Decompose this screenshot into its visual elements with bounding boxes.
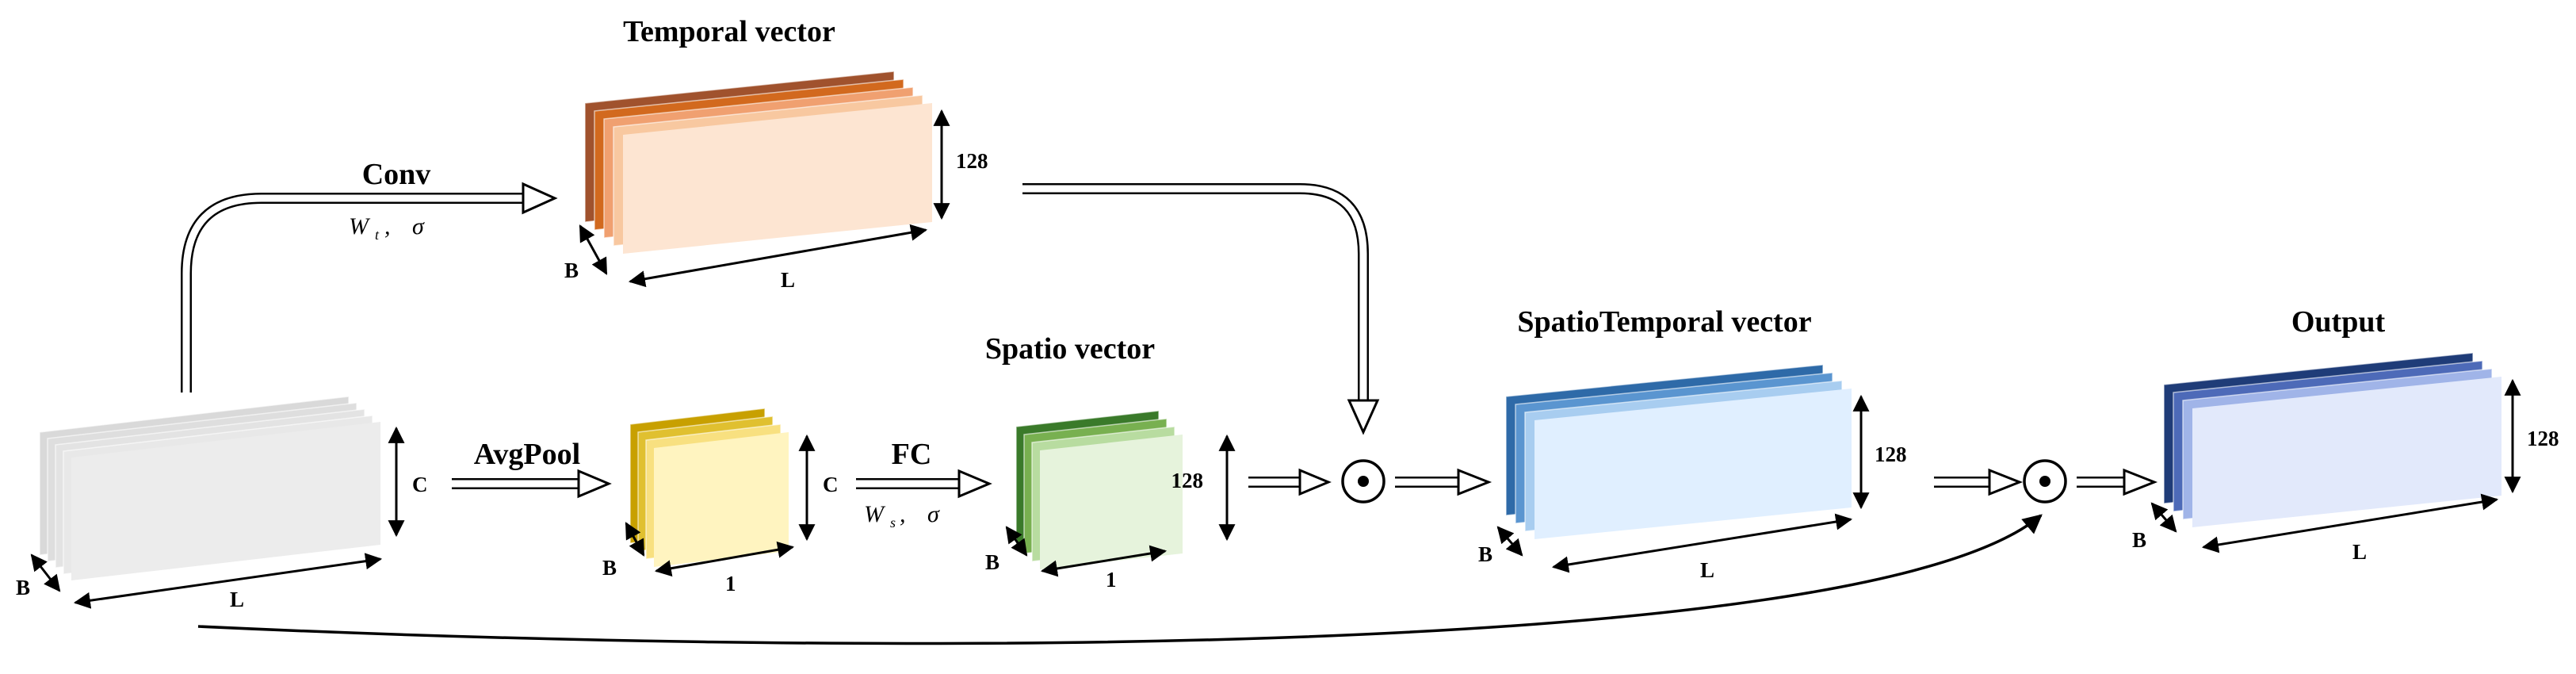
arrow-pool-to-fc [853,469,992,499]
multiply-operator-1 [1341,459,1385,504]
spatio-vector-stack [1015,410,1183,569]
svg-text:,: , [384,213,391,239]
spatiotemporal-vector-stack [1505,364,1852,539]
output-title: Output [2291,305,2386,339]
conv-weight: W [349,213,371,239]
temporal-b-label: B [564,258,579,282]
multiply-operator-2 [2023,459,2067,504]
pool-b-label: B [602,556,617,580]
spatio-h-label: 128 [1171,469,1204,492]
stack-spatio-layer-4 [1040,435,1183,569]
fc-weight-subscript: s [890,515,896,530]
out-h-label: 128 [2527,427,2559,450]
flow-arrows [181,182,2158,499]
arrow-input-to-avgpool [449,469,612,499]
avgpool-label: AvgPool [474,438,580,471]
arrow-temporal-to-mul [1019,183,1380,435]
arrow-st-to-mul2 [1931,468,2024,496]
arrow-mul2-to-output [2073,468,2158,496]
out-b-label: B [2132,528,2146,552]
conv-activation: σ [412,213,425,239]
stack-temporal-layer-5 [623,103,932,254]
conv-label: Conv [362,158,431,191]
input-l-label: L [230,588,244,611]
conv-weight-subscript: t [375,227,380,243]
input-b-label: B [16,576,30,599]
spatiotemporal-vector-title: SpatioTemporal vector [1517,305,1811,339]
stack-output-layer-4 [2192,377,2501,527]
arrow-mul-to-st [1392,468,1492,496]
conv-params: W t , σ [349,213,425,243]
output-stack [2163,352,2501,527]
pool-w-label: 1 [725,572,736,595]
temporal-vector-title: Temporal vector [623,15,835,48]
arrow-input-to-conv [181,182,558,396]
temporal-h-label: 128 [956,149,988,173]
arrow-spatio-to-mul [1245,468,1332,496]
residual-connection-curve [197,514,2043,645]
svg-text:,: , [900,501,906,527]
input-tensor-stack [39,396,380,580]
fc-weight: W [864,501,886,527]
pooled-tensor-stack [629,408,789,567]
stack-st-layer-4 [1535,389,1852,539]
stack-pooled-layer-4 [654,432,789,567]
input-c-label: C [412,473,428,496]
spatio-b-label: B [985,550,999,574]
out-l-label: L [2352,540,2367,564]
pool-c-label: C [823,473,839,496]
st-b-label: B [1478,542,1492,566]
st-h-label: 128 [1875,442,1907,466]
fc-label: FC [892,438,932,471]
fc-params: W s , σ [864,501,940,530]
stack-input-layer-5 [71,422,380,580]
dimension-arrows [30,109,2521,609]
spatio-vector-title: Spatio vector [985,332,1155,366]
temporal-l-label: L [781,268,795,292]
temporal-vector-stack [584,71,932,254]
fc-activation: σ [927,501,940,527]
st-l-label: L [1700,558,1714,582]
spatio-w-label: 1 [1106,568,1117,592]
